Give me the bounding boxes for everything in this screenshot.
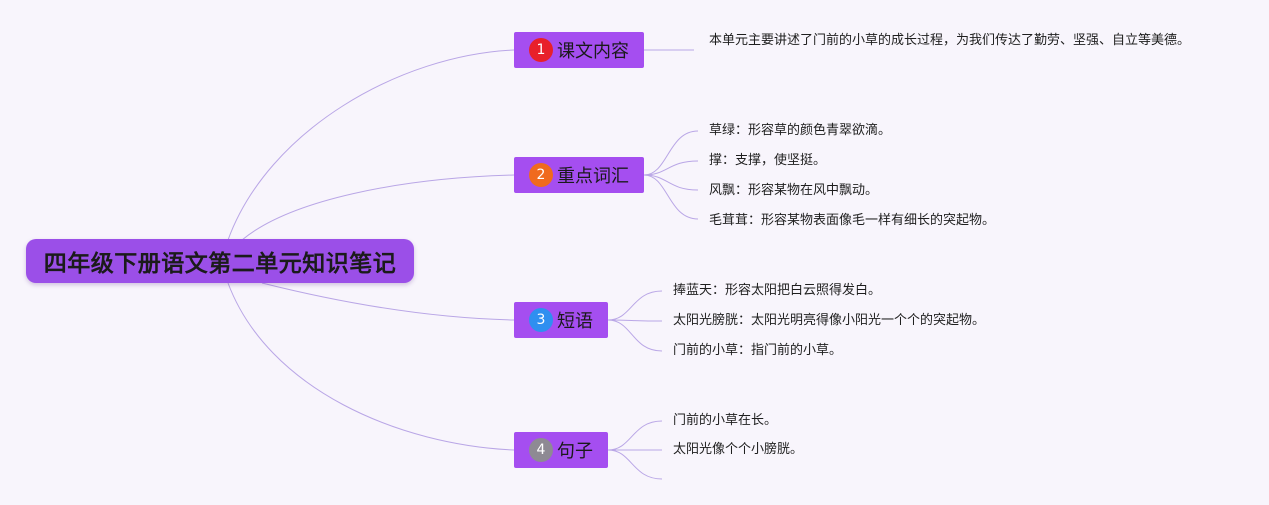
leaf-sentence-2[interactable]: 太阳光像个个小膀胱。 [673, 442, 804, 457]
number-badge-2: 2 [529, 163, 553, 187]
branch-label: 句子 [557, 441, 593, 462]
branch-label: 短语 [557, 311, 593, 332]
branch-node-sentences[interactable]: 4 句子 [514, 432, 608, 468]
leaf-phrase-2[interactable]: 太阳光膀胱：太阳光明亮得像小阳光一个个的突起物。 [673, 313, 986, 328]
leaf-sentence-1[interactable]: 门前的小草在长。 [673, 413, 778, 428]
connector-branch-3-leaf-2 [607, 319, 663, 322]
branch-label: 课文内容 [557, 41, 629, 62]
connector-root-branch-2 [241, 174, 515, 241]
branch-label: 重点词汇 [557, 166, 629, 187]
leaf-phrase-1[interactable]: 捧蓝天：形容太阳把白云照得发白。 [673, 283, 882, 298]
connector-root-branch-1 [227, 49, 515, 241]
leaf-vocab-4[interactable]: 毛茸茸：形容某物表面像毛一样有细长的突起物。 [709, 213, 996, 228]
branch-node-key-vocabulary[interactable]: 2 重点词汇 [514, 157, 644, 193]
connector-branch-2-leaf-4 [643, 174, 699, 220]
connector-branch-4-leaf-1 [607, 420, 663, 451]
number-badge-1: 1 [529, 38, 553, 62]
root-node[interactable]: 四年级下册语文第二单元知识笔记 [26, 239, 414, 283]
leaf-phrase-3[interactable]: 门前的小草：指门前的小草。 [673, 343, 843, 358]
leaf-lesson-summary[interactable]: 本单元主要讲述了门前的小草的成长过程，为我们传达了勤劳、坚强、自立等美德。 [709, 33, 1191, 48]
leaf-vocab-2[interactable]: 撑：支撑，使坚挺。 [709, 153, 827, 168]
branch-node-lesson-content[interactable]: 1 课文内容 [514, 32, 644, 68]
connector-root-branch-3 [261, 282, 515, 321]
connector-branch-2-leaf-2 [643, 160, 699, 176]
root-title: 四年级下册语文第二单元知识笔记 [43, 251, 397, 277]
connector-branch-2-leaf-1 [643, 130, 699, 176]
branch-node-phrases[interactable]: 3 短语 [514, 302, 608, 338]
number-badge-4: 4 [529, 438, 553, 462]
leaf-vocab-3[interactable]: 风飘：形容某物在风中飘动。 [709, 183, 879, 198]
number-badge-3: 3 [529, 308, 553, 332]
connector-root-branch-4 [227, 282, 515, 451]
leaf-vocab-1[interactable]: 草绿：形容草的颜色青翠欲滴。 [709, 123, 892, 138]
connector-branch-4-leaf-3 [607, 449, 663, 480]
connector-branch-2-leaf-3 [643, 174, 699, 191]
connector-branch-3-leaf-3 [607, 319, 663, 352]
connector-branch-3-leaf-1 [607, 290, 663, 321]
